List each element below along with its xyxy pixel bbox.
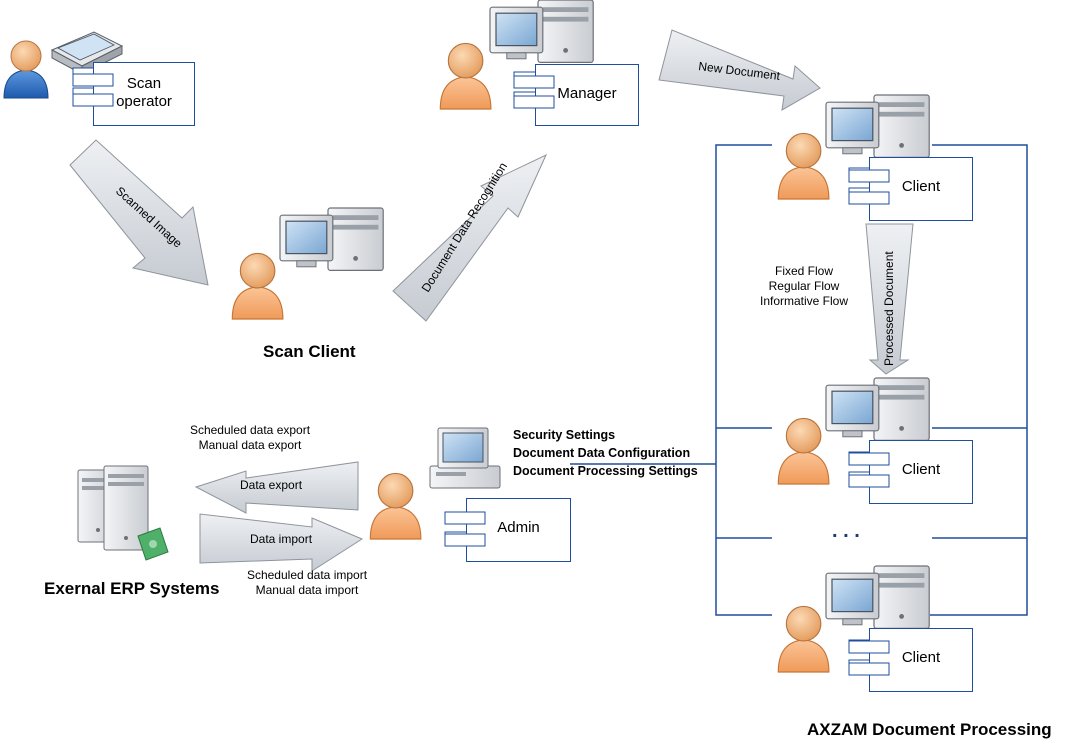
scan-operator-label-line2: operator [116,93,172,110]
manager-box: Manager [535,64,639,126]
export-note: Manual data export [198,438,302,452]
client2-label: Client [901,461,941,478]
admin-box: Admin [466,498,571,562]
admin-setting: Document Data Configuration [513,446,691,460]
import-notes: Scheduled data import Manual data import [236,568,378,598]
money-icon [137,527,169,561]
flow-list: Fixed Flow Regular Flow Informative Flow [752,264,856,309]
admin-setting: Security Settings [513,428,616,442]
client1-label: Client [901,178,941,195]
arrow-data-export: Data export [194,461,359,514]
erp-servers-icon [77,465,149,551]
more-clients-ellipsis: . . . [832,520,860,542]
admin-computer-icon [429,427,501,489]
scan-operator-label-line1: Scan [126,75,162,92]
manager-label: Manager [557,85,617,102]
arrow-label-data-export: Data export [240,478,303,492]
client1-box: Client [869,157,973,221]
export-notes: Scheduled data export Manual data export [180,423,320,453]
arrow-processed-document: Processed Document [865,223,914,375]
admin-label: Admin [497,519,540,536]
arrow-data-import: Data import [199,513,364,572]
import-note: Scheduled data import [246,568,368,582]
admin-settings-list: Security Settings Document Data Configur… [513,426,698,480]
client3-box: Client [869,628,973,692]
export-note: Scheduled data export [189,423,311,437]
erp-title: Exernal ERP Systems [44,579,220,598]
scan-client-title: Scan Client [263,342,356,361]
client3-label: Client [901,649,941,666]
flow-item: Informative Flow [759,294,849,308]
flow-item: Fixed Flow [774,264,833,278]
import-note: Manual data import [255,583,359,597]
scan-operator-box: Scan operator [93,62,195,126]
arrow-label-processed-document: Processed Document [882,251,896,366]
admin-setting: Document Processing Settings [513,464,698,478]
axzam-title: AXZAM Document Processing [807,720,1052,739]
flow-item: Regular Flow [768,279,840,293]
network-lines [570,144,1028,616]
scan-operator-node [3,31,124,101]
arrow-label-data-import: Data import [250,532,313,546]
client2-box: Client [869,440,973,504]
